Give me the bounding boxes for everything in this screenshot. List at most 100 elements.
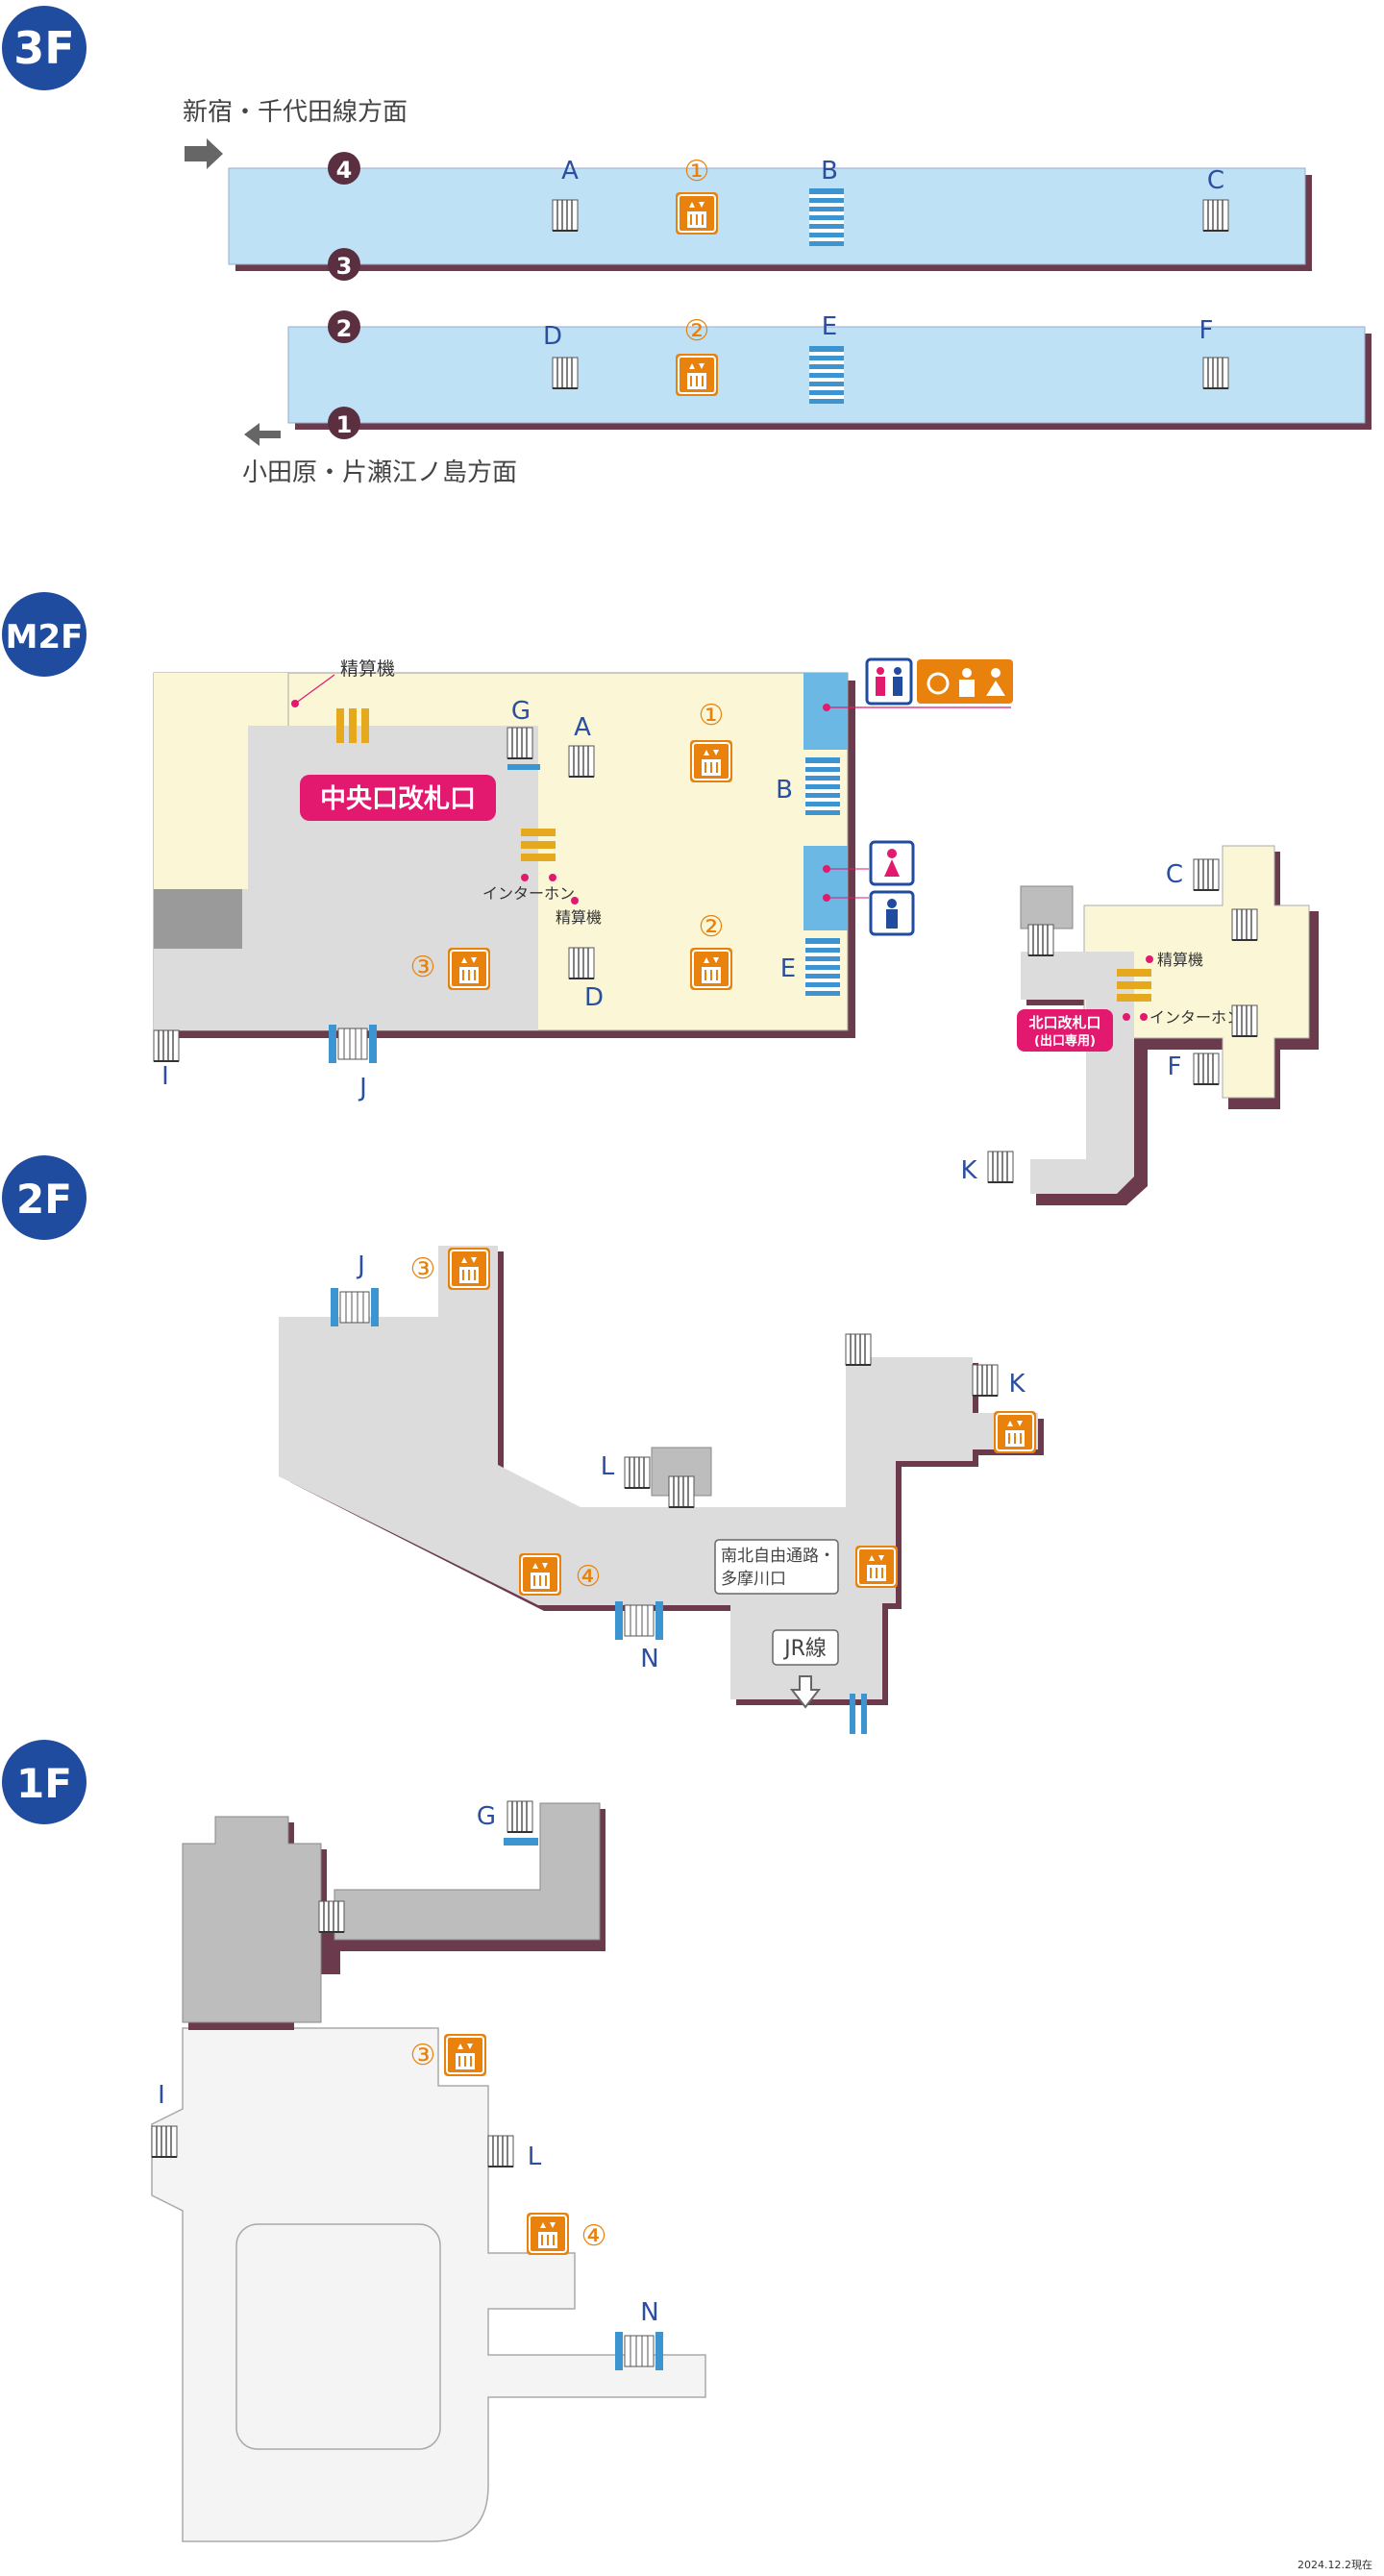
floor-label-m2f: M2F (6, 618, 84, 656)
escalator-icon (614, 2331, 664, 2371)
exit-label-e: E (822, 312, 837, 341)
central-gate-label: 中央口改札口 (320, 784, 476, 814)
stairs-icon (318, 1900, 345, 1933)
floor-2f: 2F J ③ K L ④ 南北自由通路・ 多摩川口 N JR線 (2, 1155, 1044, 1734)
exit-label-a: A (561, 157, 579, 186)
building-block (182, 1816, 322, 2023)
toilet-room (803, 673, 848, 750)
elevator-icon[interactable] (447, 947, 491, 991)
track-number: 4 (336, 157, 353, 184)
exit-label-a: A (574, 713, 591, 742)
intercom-marker (521, 874, 529, 881)
exit-label-n: N (640, 1645, 658, 1673)
exit-label-f: F (1199, 316, 1214, 345)
date-stamp: 2024.12.2現在 (1298, 2559, 1372, 2571)
track-badge-3 (328, 248, 360, 281)
free-passage-label: 南北自由通路・ (721, 1547, 835, 1566)
north-gate-sign (1017, 1009, 1113, 1052)
elevator-number-3: ③ (410, 2039, 436, 2072)
track-badge-4 (328, 152, 360, 185)
elevator-number-1: ① (699, 699, 725, 732)
stairs-icon (1193, 858, 1220, 891)
exit-label-k: K (1008, 1370, 1026, 1399)
exit-label-e: E (780, 954, 796, 983)
elevator-icon[interactable] (443, 2033, 487, 2077)
elevator-icon[interactable] (675, 353, 719, 397)
roundabout (235, 2223, 441, 2450)
stairs-icon (624, 1456, 651, 1489)
floor-1f: 1F G ③ I L ④ N 2024.12.2現在 (2, 1740, 1372, 2571)
fare-adjust-marker (571, 897, 579, 904)
exit-label-i: I (158, 2081, 165, 2110)
elevator-icon[interactable] (675, 191, 719, 235)
stairs-icon (1231, 908, 1258, 941)
direction-south: 小田原・片瀬江ノ島方面 (242, 458, 517, 487)
exit-label-j: J (356, 1251, 365, 1280)
exit-label-k: K (960, 1156, 977, 1185)
stairs-icon (568, 947, 595, 979)
exit-label-f: F (1168, 1053, 1182, 1081)
intercom-label: インターホン (1149, 1008, 1242, 1027)
track-badge-1 (328, 407, 360, 439)
exit-label-b: B (821, 157, 838, 186)
elevator-icon[interactable] (447, 1247, 491, 1291)
floor-m2f: M2F 精算機 中央口改札口 インターホン 精算機 G A ① (2, 592, 1319, 1205)
floor-badge-m2f (2, 592, 86, 677)
exit-label-n: N (640, 2298, 658, 2327)
stairs-icon (668, 1475, 695, 1508)
stairs-icon (1202, 199, 1229, 232)
floor-badge-3f (2, 6, 86, 90)
stairs-icon (507, 727, 533, 759)
exit-label-d: D (543, 322, 562, 351)
elevator-icon[interactable] (518, 1552, 562, 1597)
elevator-number-4: ④ (581, 2219, 607, 2253)
elevator-icon[interactable] (689, 739, 733, 783)
north-gate-sub: (出口専用) (1034, 1033, 1096, 1049)
stairs-icon (972, 1364, 999, 1397)
jr-line-sign (772, 1629, 839, 1666)
exit-label-g: G (477, 1802, 496, 1831)
floor-label-1f: 1F (16, 1760, 72, 1807)
arrow-right-icon (185, 138, 223, 169)
ticket-machine-icon (336, 708, 369, 743)
elevator-number-4: ④ (576, 1560, 602, 1594)
elevator-icon[interactable] (993, 1410, 1037, 1454)
exit-label-j: J (358, 1074, 367, 1102)
stairs-icon (552, 357, 579, 389)
escalator-icon (809, 188, 844, 246)
stairs-icon (845, 1333, 872, 1366)
stairs-icon (1202, 357, 1229, 389)
stairs-icon (151, 2125, 178, 2158)
fare-adjust-label: 精算機 (340, 658, 395, 680)
direction-north: 新宿・千代田線方面 (183, 98, 408, 127)
fare-adjust-label: 精算機 (556, 908, 602, 927)
stairs-icon (1231, 1004, 1258, 1037)
intercom-marker (549, 874, 556, 881)
elevator-number-2: ② (684, 314, 710, 348)
exit-label-b: B (776, 776, 793, 805)
stairs-icon (987, 1151, 1014, 1183)
elevator-icon[interactable] (854, 1545, 899, 1589)
floor-label-3f: 3F (13, 22, 74, 74)
elevator-number-3: ③ (410, 1252, 436, 1286)
building-wing (334, 1802, 601, 1941)
escalator-icon (805, 938, 840, 996)
toilet-icon (865, 657, 913, 706)
fare-adjust-label: 精算機 (1157, 951, 1203, 969)
arrow-left-icon (244, 423, 281, 446)
escalator-icon (330, 1287, 380, 1327)
stairs-icon (568, 745, 595, 778)
track-number: 1 (336, 411, 353, 438)
escalator-icon (614, 1600, 664, 1641)
stairs-icon (487, 2135, 514, 2167)
exit-label-l: L (601, 1452, 615, 1481)
track-number: 3 (336, 253, 353, 280)
elevator-icon[interactable] (526, 2212, 570, 2256)
elevator-number-2: ② (699, 910, 725, 944)
ticket-gate-icon (521, 829, 556, 861)
floor-badge-1f (2, 1740, 86, 1824)
elevator-number-3: ③ (410, 951, 436, 984)
elevator-icon[interactable] (689, 947, 733, 991)
exit-label-d: D (584, 983, 604, 1012)
